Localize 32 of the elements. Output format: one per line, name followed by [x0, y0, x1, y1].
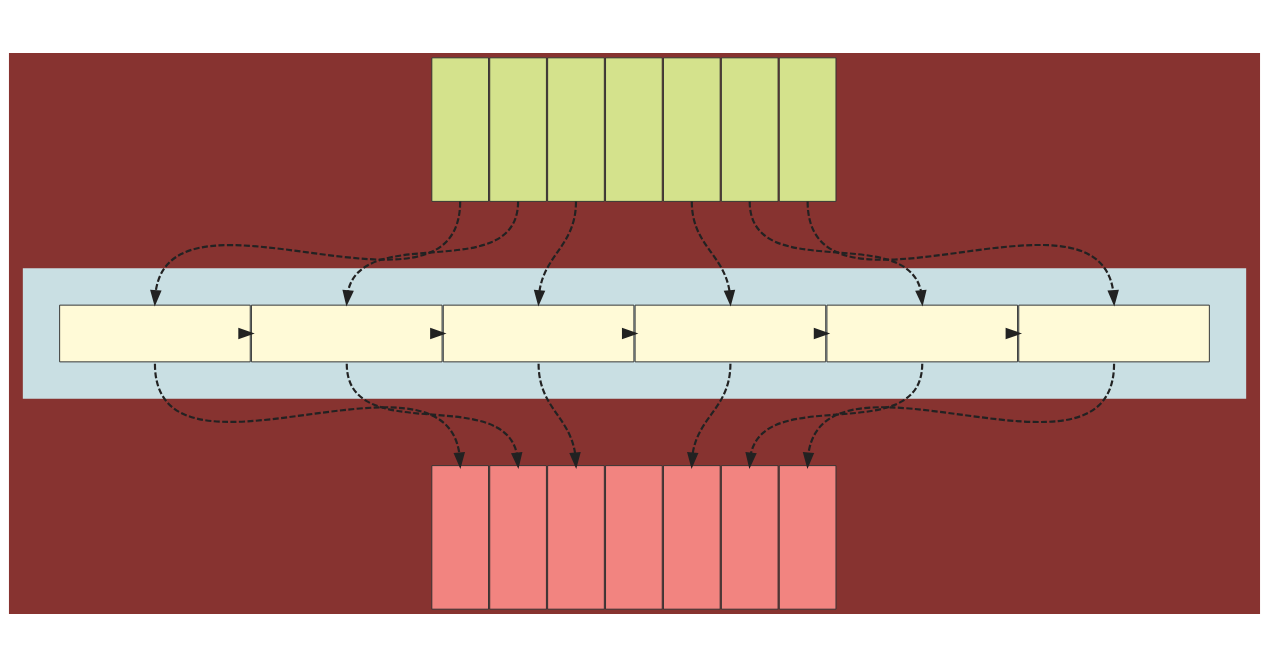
node-box	[778, 465, 837, 610]
arrow	[806, 201, 1119, 307]
arrow	[238, 327, 255, 340]
arrow	[621, 327, 639, 340]
arrow	[342, 201, 520, 307]
arrow	[690, 201, 736, 307]
node-box	[720, 57, 779, 202]
node-box	[547, 57, 605, 202]
node-box	[489, 57, 547, 202]
arrow	[345, 363, 523, 469]
node-box	[662, 465, 721, 610]
arrow	[802, 363, 1116, 469]
cluster	[22, 268, 1247, 399]
arrow	[687, 363, 732, 469]
arrow	[153, 363, 465, 469]
arrow	[430, 327, 447, 340]
node-box	[489, 465, 547, 610]
arrow	[533, 201, 578, 307]
node-box	[778, 57, 837, 202]
node-box	[605, 465, 663, 610]
arrow	[745, 363, 924, 469]
node-box	[547, 465, 605, 610]
arrow	[150, 201, 462, 307]
arrow	[1005, 327, 1023, 340]
arrow	[748, 201, 927, 307]
node-box	[662, 57, 721, 202]
node-box	[720, 465, 779, 610]
arrow	[537, 363, 581, 469]
node-box	[605, 57, 663, 202]
arrow	[813, 327, 831, 340]
node-box	[431, 57, 489, 202]
node-box	[431, 465, 489, 610]
